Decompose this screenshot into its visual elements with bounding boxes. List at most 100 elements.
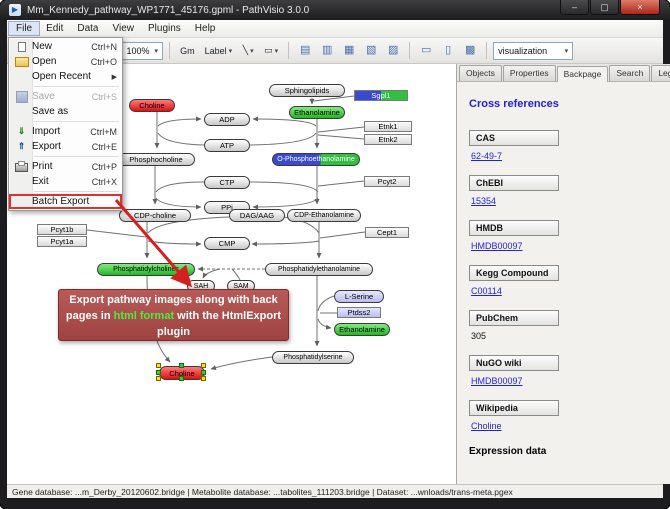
node-o-phosphoethanolamine[interactable]: O-Phosphoethanolamine [272,153,360,166]
node-choline-top[interactable]: Choline [129,99,175,112]
xref-section-nugo: NuGO wiki HMDB00097 [469,353,670,393]
print-icon [15,161,28,172]
align-right-button[interactable]: ▧ [361,41,381,60]
node-cdp-choline[interactable]: CDP-choline [119,209,191,222]
minimize-button[interactable]: – [560,0,589,15]
menu-edit[interactable]: Edit [46,23,64,34]
node-cept1[interactable]: Cept1 [365,227,409,238]
node-l-serine[interactable]: L-Serine [334,290,384,303]
tab-backpage[interactable]: Backpage [556,66,609,82]
align-right-icon: ▧ [365,44,377,56]
align-center-x-button[interactable]: ▤ [295,41,315,60]
node-pcyt2[interactable]: Pcyt2 [364,176,410,187]
node-sgpl1[interactable]: Sgpl1 [354,90,408,101]
node-ctp[interactable]: CTP [204,176,250,189]
selection-handle[interactable] [156,363,161,368]
line-tool-button[interactable]: ╲▾ [238,41,258,60]
datanode-tool-button[interactable]: Gm [176,41,199,60]
selection-handle[interactable] [201,363,206,368]
menu-item-open-recent[interactable]: Open Recent ▶ [32,71,117,82]
align-center-y-button[interactable]: ▥ [317,41,337,60]
cross-references-title: Cross references [469,98,559,110]
tab-search[interactable]: Search [609,65,651,81]
menu-item-new[interactable]: New Ctrl+N [9,39,122,54]
xref-link[interactable]: 15354 [471,196,497,206]
common-width-button[interactable]: ▭ [416,41,436,60]
node-ethanolamine-lower[interactable]: Ethanolamine [334,323,390,336]
node-etnk2[interactable]: Etnk2 [364,134,412,145]
common-height-button[interactable]: ▯ [438,41,458,60]
visualization-combobox[interactable]: visualization ▾ [493,41,574,60]
node-pcyt1a[interactable]: Pcyt1a [37,236,87,247]
xref-db-name: HMDB [469,220,559,236]
stack-button[interactable]: ▩ [460,41,480,60]
line-tool-icon: ╲ [242,45,249,55]
label-tool-button[interactable]: Label▾ [201,41,237,60]
visualization-value: visualization [498,45,548,56]
menu-item-batch-export[interactable]: Batch Export [9,194,122,209]
menu-item-exit[interactable]: Exit Ctrl+X [32,176,117,187]
selection-handle[interactable] [201,370,206,375]
selection-handle[interactable] [156,370,161,375]
node-cdp-ethanolamine[interactable]: CDP-Ethanolamine [287,209,361,222]
node-adp[interactable]: ADP [204,113,250,126]
selection-handle[interactable] [156,376,161,381]
dropdown-arrow-icon: ▾ [250,47,254,55]
statusbar: Gene database: ...m_Derby_20120602.bridg… [7,484,663,498]
menu-plugins[interactable]: Plugins [147,23,181,34]
stack-icon: ▩ [464,44,476,56]
datanode-tool-label: Gm [180,45,195,56]
node-ptdss2[interactable]: Ptdss2 [337,307,381,318]
annotation-text: with the HtmlExport plugin [157,310,282,338]
shape-tool-button[interactable]: ▭▾ [260,41,282,60]
xref-link[interactable]: HMDB00097 [471,241,523,251]
menu-item-save-as[interactable]: Save as [32,106,69,117]
selection-handle[interactable] [179,363,184,368]
align-top-button[interactable]: ▨ [383,41,403,60]
menu-file[interactable]: File [7,21,41,36]
xref-link[interactable]: HMDB00097 [471,376,523,386]
zoom-combobox[interactable]: 100% ▾ [121,41,164,60]
selection-handle[interactable] [179,376,184,381]
tab-objects[interactable]: Objects [459,65,502,81]
node-etnk1[interactable]: Etnk1 [364,121,412,132]
window-content: File Edit Data View Plugins Help Zoom: 1… [7,20,670,498]
node-dag-aag[interactable]: DAG/AAG [229,209,285,222]
zoom-value: 100% [126,45,150,56]
node-phosphatidylserine[interactable]: Phosphatidylserine [272,351,354,364]
close-button[interactable]: × [620,0,660,15]
node-pcyt1b[interactable]: Pcyt1b [37,224,87,235]
node-atp[interactable]: ATP [204,139,250,152]
align-left-button[interactable]: ▦ [339,41,359,60]
import-icon: ⇓ [17,126,26,136]
menu-item-save[interactable]: Save Ctrl+S [9,89,122,104]
xref-section-cas: CAS 62-49-7 [469,128,670,168]
node-phosphatidylcholines[interactable]: Phosphatidylcholines [97,263,195,276]
selection-handle[interactable] [201,376,206,381]
node-cmp[interactable]: CMP [204,237,250,250]
node-phosphatidylethanolamine[interactable]: Phosphatidylethanolamine [265,263,373,276]
node-sphingolipids[interactable]: Sphingolipids [269,84,345,97]
dropdown-arrow-icon: ▾ [228,47,233,55]
menu-view[interactable]: View [112,23,134,34]
maximize-button[interactable]: ▢ [590,0,619,15]
menu-item-open[interactable]: Open Ctrl+O [9,54,122,69]
xref-section-kegg: Kegg Compound C00114 [469,263,670,303]
menu-item-export[interactable]: ⇑ Export Ctrl+E [17,141,117,152]
xref-value: 305 [471,331,487,341]
xref-db-name: Wikipedia [469,400,559,416]
node-phosphocholine[interactable]: Phosphocholine [117,153,195,166]
tab-properties[interactable]: Properties [502,65,556,81]
node-ethanolamine-top[interactable]: Ethanolamine [289,106,345,119]
titlebar[interactable]: ▶ Mm_Kennedy_pathway_WP1771_45176.gpml -… [0,0,670,20]
menu-help[interactable]: Help [194,23,216,34]
xref-link[interactable]: Choline [471,421,502,431]
menu-item-print[interactable]: Print Ctrl+P [9,159,122,174]
menu-item-import[interactable]: ⇓ Import Ctrl+M [17,126,117,137]
xref-link[interactable]: C00114 [471,286,502,296]
tab-legend[interactable]: Legend [651,65,670,81]
xref-link[interactable]: 62-49-7 [471,151,503,161]
backpage-panel[interactable]: Cross references CAS 62-49-7 ChEBI 15354… [457,82,670,484]
menu-data[interactable]: Data [77,23,99,34]
